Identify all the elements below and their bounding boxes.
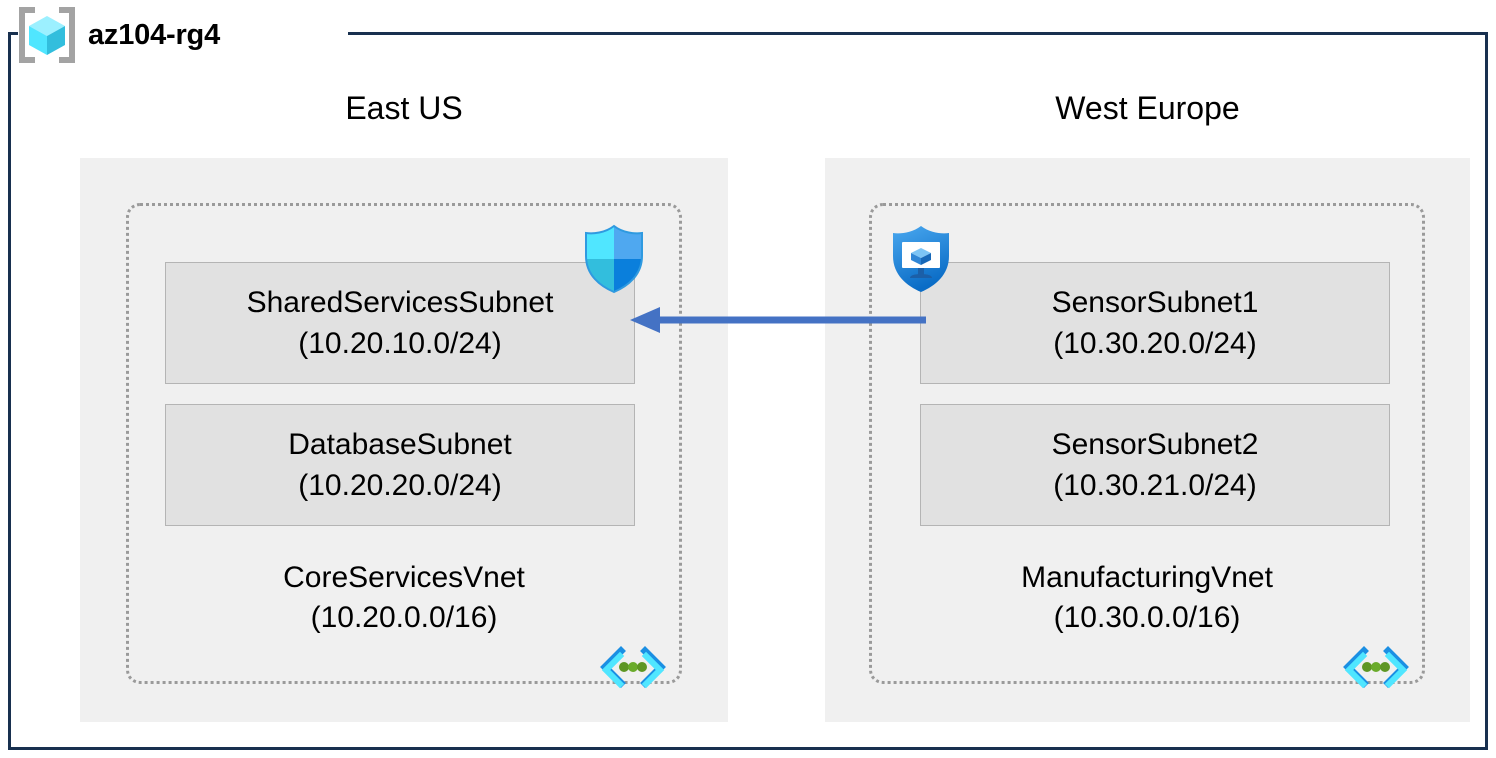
subnet-name: SensorSubnet2 — [1051, 428, 1259, 461]
subnet-cidr: (10.20.20.0/24) — [298, 469, 502, 502]
vnet-name: ManufacturingVnet — [1021, 561, 1273, 594]
vnet-cidr: (10.20.0.0/16) — [310, 601, 498, 634]
virtual-network-icon[interactable] — [597, 643, 669, 696]
region-label-west-europe: West Europe — [1055, 90, 1240, 126]
subnet-name: SharedServicesSubnet — [246, 286, 554, 319]
subnet-sensor-1[interactable]: SensorSubnet1 (10.30.20.0/24) — [920, 262, 1390, 384]
resource-group-cube-icon — [16, 7, 78, 63]
subnet-name: DatabaseSubnet — [288, 428, 512, 461]
vnet-caption-core-services: CoreServicesVnet (10.20.0.0/16) — [129, 558, 679, 638]
vnet-peering-arrow[interactable] — [626, 300, 926, 345]
network-security-group-shield-icon[interactable] — [581, 222, 647, 299]
subnet-name: SensorSubnet1 — [1051, 286, 1259, 319]
resource-group-titlebar: az104-rg4 — [16, 6, 220, 64]
application-security-group-shield-icon[interactable] — [888, 222, 954, 299]
region-label-east-us: East US — [345, 90, 463, 126]
resource-group-name: az104-rg4 — [88, 18, 220, 51]
vnet-caption-manufacturing: ManufacturingVnet (10.30.0.0/16) — [872, 558, 1422, 638]
subnet-database[interactable]: DatabaseSubnet (10.20.20.0/24) — [165, 404, 635, 526]
subnet-cidr: (10.30.21.0/24) — [1053, 469, 1257, 502]
vnet-manufacturing[interactable]: SensorSubnet1 (10.30.20.0/24) SensorSubn… — [869, 203, 1425, 689]
vnet-cidr: (10.30.0.0/16) — [1053, 601, 1241, 634]
subnet-shared-services[interactable]: SharedServicesSubnet (10.20.10.0/24) — [165, 262, 635, 384]
vnet-core-services[interactable]: SharedServicesSubnet (10.20.10.0/24) Dat… — [126, 203, 682, 689]
subnet-cidr: (10.30.20.0/24) — [1053, 327, 1257, 360]
resource-group-frame — [8, 32, 1488, 750]
subnet-sensor-2[interactable]: SensorSubnet2 (10.30.21.0/24) — [920, 404, 1390, 526]
subnet-cidr: (10.20.10.0/24) — [298, 327, 502, 360]
virtual-network-icon[interactable] — [1340, 643, 1412, 696]
vnet-name: CoreServicesVnet — [283, 561, 525, 594]
resource-group-title-gap — [18, 24, 348, 42]
